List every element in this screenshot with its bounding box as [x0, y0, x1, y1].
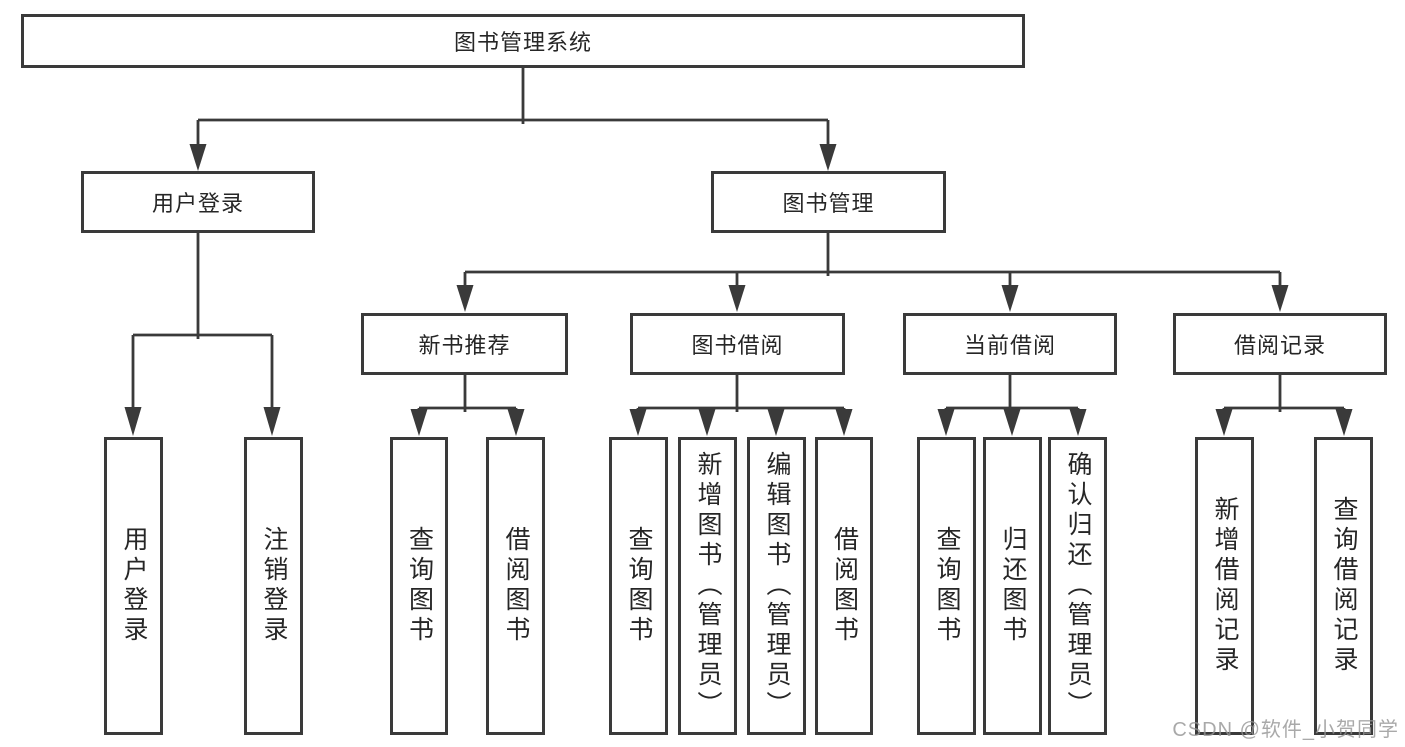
leaf-borrow-books-borrowing: 借阅图书 — [815, 437, 873, 735]
node-book-management: 图书管理 — [711, 171, 946, 233]
leaf-add-book-admin: 新增图书（管理员） — [678, 437, 737, 735]
leaf-query-books-recommend: 查询图书 — [390, 437, 448, 735]
node-borrow-records: 借阅记录 — [1173, 313, 1387, 375]
leaf-edit-book-admin: 编辑图书（管理员） — [747, 437, 806, 735]
csdn-watermark: CSDN @软件_小贺同学 — [1172, 719, 1399, 741]
leaf-return-book: 归还图书 — [983, 437, 1042, 735]
node-book-borrowing: 图书借阅 — [630, 313, 845, 375]
leaf-query-books-current: 查询图书 — [917, 437, 976, 735]
node-new-book-recommend: 新书推荐 — [361, 313, 568, 375]
node-current-borrowing: 当前借阅 — [903, 313, 1117, 375]
arrowheads — [124, 144, 1353, 436]
node-library-system: 图书管理系统 — [21, 14, 1025, 68]
node-user-login: 用户登录 — [81, 171, 315, 233]
leaf-add-borrow-record: 新增借阅记录 — [1195, 437, 1254, 735]
leaf-logout: 注销登录 — [244, 437, 303, 735]
leaf-confirm-return-admin: 确认归还（管理员） — [1048, 437, 1107, 735]
leaf-borrow-books-recommend: 借阅图书 — [486, 437, 545, 735]
leaf-query-borrow-record: 查询借阅记录 — [1314, 437, 1373, 735]
leaf-user-login: 用户登录 — [104, 437, 163, 735]
leaf-query-books-borrowing: 查询图书 — [609, 437, 668, 735]
